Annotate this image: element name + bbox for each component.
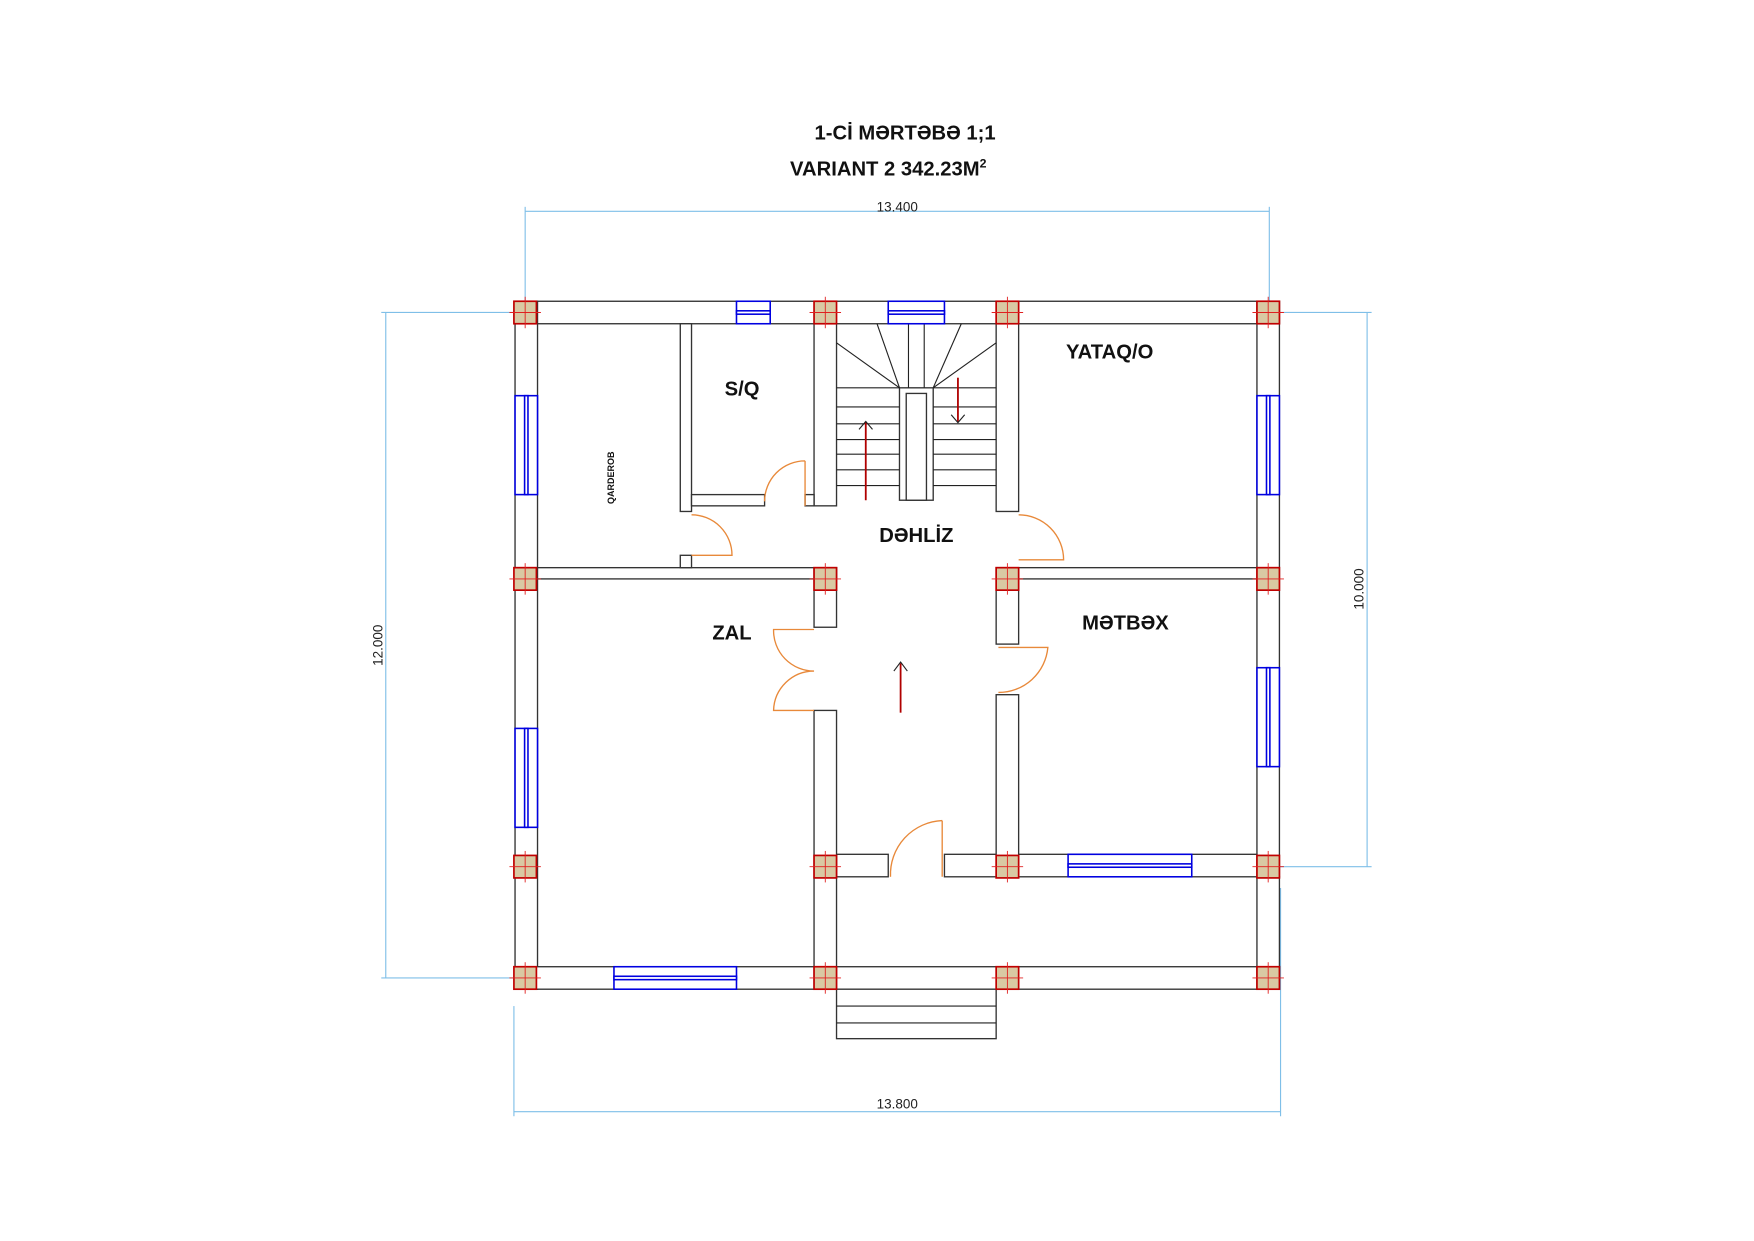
wall (835, 853, 889, 878)
room-label-qarderob: QARDEROB (606, 451, 616, 504)
column (809, 563, 842, 595)
room-label-zal: ZAL (712, 623, 751, 645)
wall (679, 323, 693, 513)
dimension-label: 10.000 (1352, 568, 1367, 609)
walls (514, 300, 1281, 990)
column (809, 850, 842, 883)
column (509, 563, 541, 595)
wall (536, 566, 838, 580)
plan-title: 1-Cİ MƏRTƏBƏ 1;1 (815, 121, 996, 144)
window (1256, 666, 1281, 768)
staircase (836, 323, 997, 501)
wall (995, 566, 1258, 580)
wall (813, 323, 838, 507)
column (991, 962, 1024, 994)
dimension-top: 13.400 (524, 199, 1270, 313)
column (1252, 962, 1284, 994)
wall (690, 493, 766, 507)
window (735, 300, 771, 325)
room-label-yataq: YATAQ/O (1066, 342, 1153, 364)
column (1252, 296, 1284, 329)
window (613, 965, 738, 990)
plan-subtitle: VARIANT 2 342.23M2 (790, 156, 987, 180)
column (509, 962, 541, 994)
dimension-label: 13.800 (877, 1096, 918, 1111)
wall (995, 323, 1020, 513)
column (509, 296, 541, 329)
room-label-sq: S/Q (725, 379, 760, 401)
wall (813, 709, 838, 990)
door-yataq (1018, 514, 1065, 561)
window (514, 394, 539, 496)
windows (514, 300, 1281, 990)
doors (691, 460, 1065, 877)
door-metbex (998, 646, 1049, 694)
column (991, 296, 1024, 329)
wall (679, 554, 693, 569)
door-qarderob (691, 514, 733, 556)
room-label-metbex: MƏTBƏX (1082, 612, 1169, 634)
dimension-right: 10.000 (1279, 311, 1372, 868)
column (509, 850, 541, 883)
window (887, 300, 946, 325)
room-label-dehliz: DƏHLİZ (879, 524, 953, 547)
wall (995, 694, 1020, 878)
door-entrance (889, 819, 943, 877)
door-sq (763, 460, 806, 506)
entrance-steps (835, 988, 997, 1040)
window (1067, 853, 1193, 878)
column (1252, 563, 1284, 595)
window (1256, 394, 1281, 496)
dimension-label: 12.000 (370, 625, 385, 666)
dimension-bottom: 13.800 (513, 888, 1282, 1117)
column (991, 850, 1024, 883)
column (991, 563, 1024, 595)
column (809, 962, 842, 994)
column (1252, 850, 1284, 883)
column (809, 296, 842, 329)
dimension-left: 12.000 (370, 311, 516, 979)
window (514, 727, 539, 829)
dimension-label: 13.400 (877, 199, 918, 214)
door-zal (772, 628, 815, 712)
columns (509, 296, 1284, 994)
wall (804, 493, 815, 507)
